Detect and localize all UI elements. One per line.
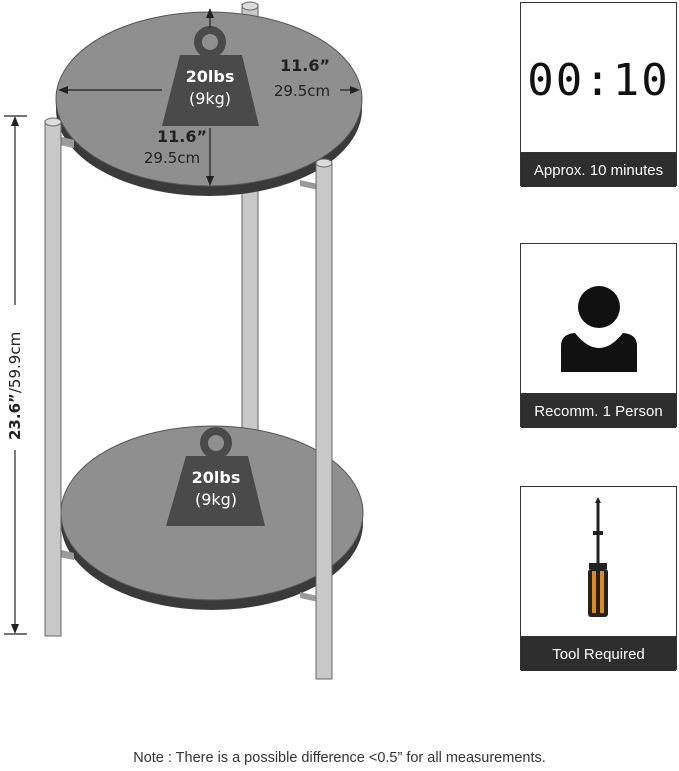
back-leg-left-cap: [241, 1, 259, 11]
front-leg-left-cap: [44, 117, 62, 127]
width-metric-label: 29.5cm: [274, 82, 330, 100]
top-bracket-right: [300, 180, 318, 190]
bottom-weight-icon: 20lbs (9kg): [166, 427, 265, 526]
measurement-note: Note : There is a possible difference <0…: [133, 750, 546, 766]
top-load-kg: (9kg): [189, 89, 231, 108]
depth-dimension: [206, 8, 214, 186]
digital-clock-icon: 00:10: [527, 55, 670, 106]
height-dimension: [4, 115, 27, 635]
depth-imperial-label: 11.6”: [157, 127, 207, 146]
tool-required-card: Tool Required: [520, 486, 677, 671]
assembly-time-label: Approx. 10 minutes: [521, 153, 676, 187]
top-load-lbs: 20lbs: [186, 67, 235, 86]
assembly-time-card-body: 00:10: [521, 3, 676, 153]
bottom-bracket-right: [300, 592, 318, 602]
tool-required-card-body: [521, 487, 676, 637]
height-imperial-label: 23.6”: [6, 393, 24, 440]
people-required-label: Recomm. 1 Person: [521, 394, 676, 428]
tool-required-label: Tool Required: [521, 637, 676, 671]
front-leg-right-cap: [315, 158, 333, 168]
front-leg-right: [315, 161, 333, 680]
front-leg-left: [44, 120, 62, 637]
screwdriver-icon: [588, 497, 608, 617]
people-required-card-body: [521, 244, 676, 394]
person-icon: [561, 286, 637, 372]
assembly-time-card: 00:10 Approx. 10 minutes: [520, 2, 677, 187]
top-weight-icon: 20lbs (9kg): [162, 26, 259, 126]
width-dimension: [58, 86, 360, 94]
bottom-load-lbs: 20lbs: [192, 468, 241, 487]
width-imperial-label: 11.6”: [280, 56, 330, 75]
people-required-card: Recomm. 1 Person: [520, 243, 677, 428]
bottom-load-kg: (9kg): [195, 490, 237, 509]
height-metric-label: /59.9cm: [6, 332, 24, 393]
height-label: 23.6”/59.9cm: [6, 332, 24, 440]
depth-metric-label: 29.5cm: [144, 149, 200, 167]
